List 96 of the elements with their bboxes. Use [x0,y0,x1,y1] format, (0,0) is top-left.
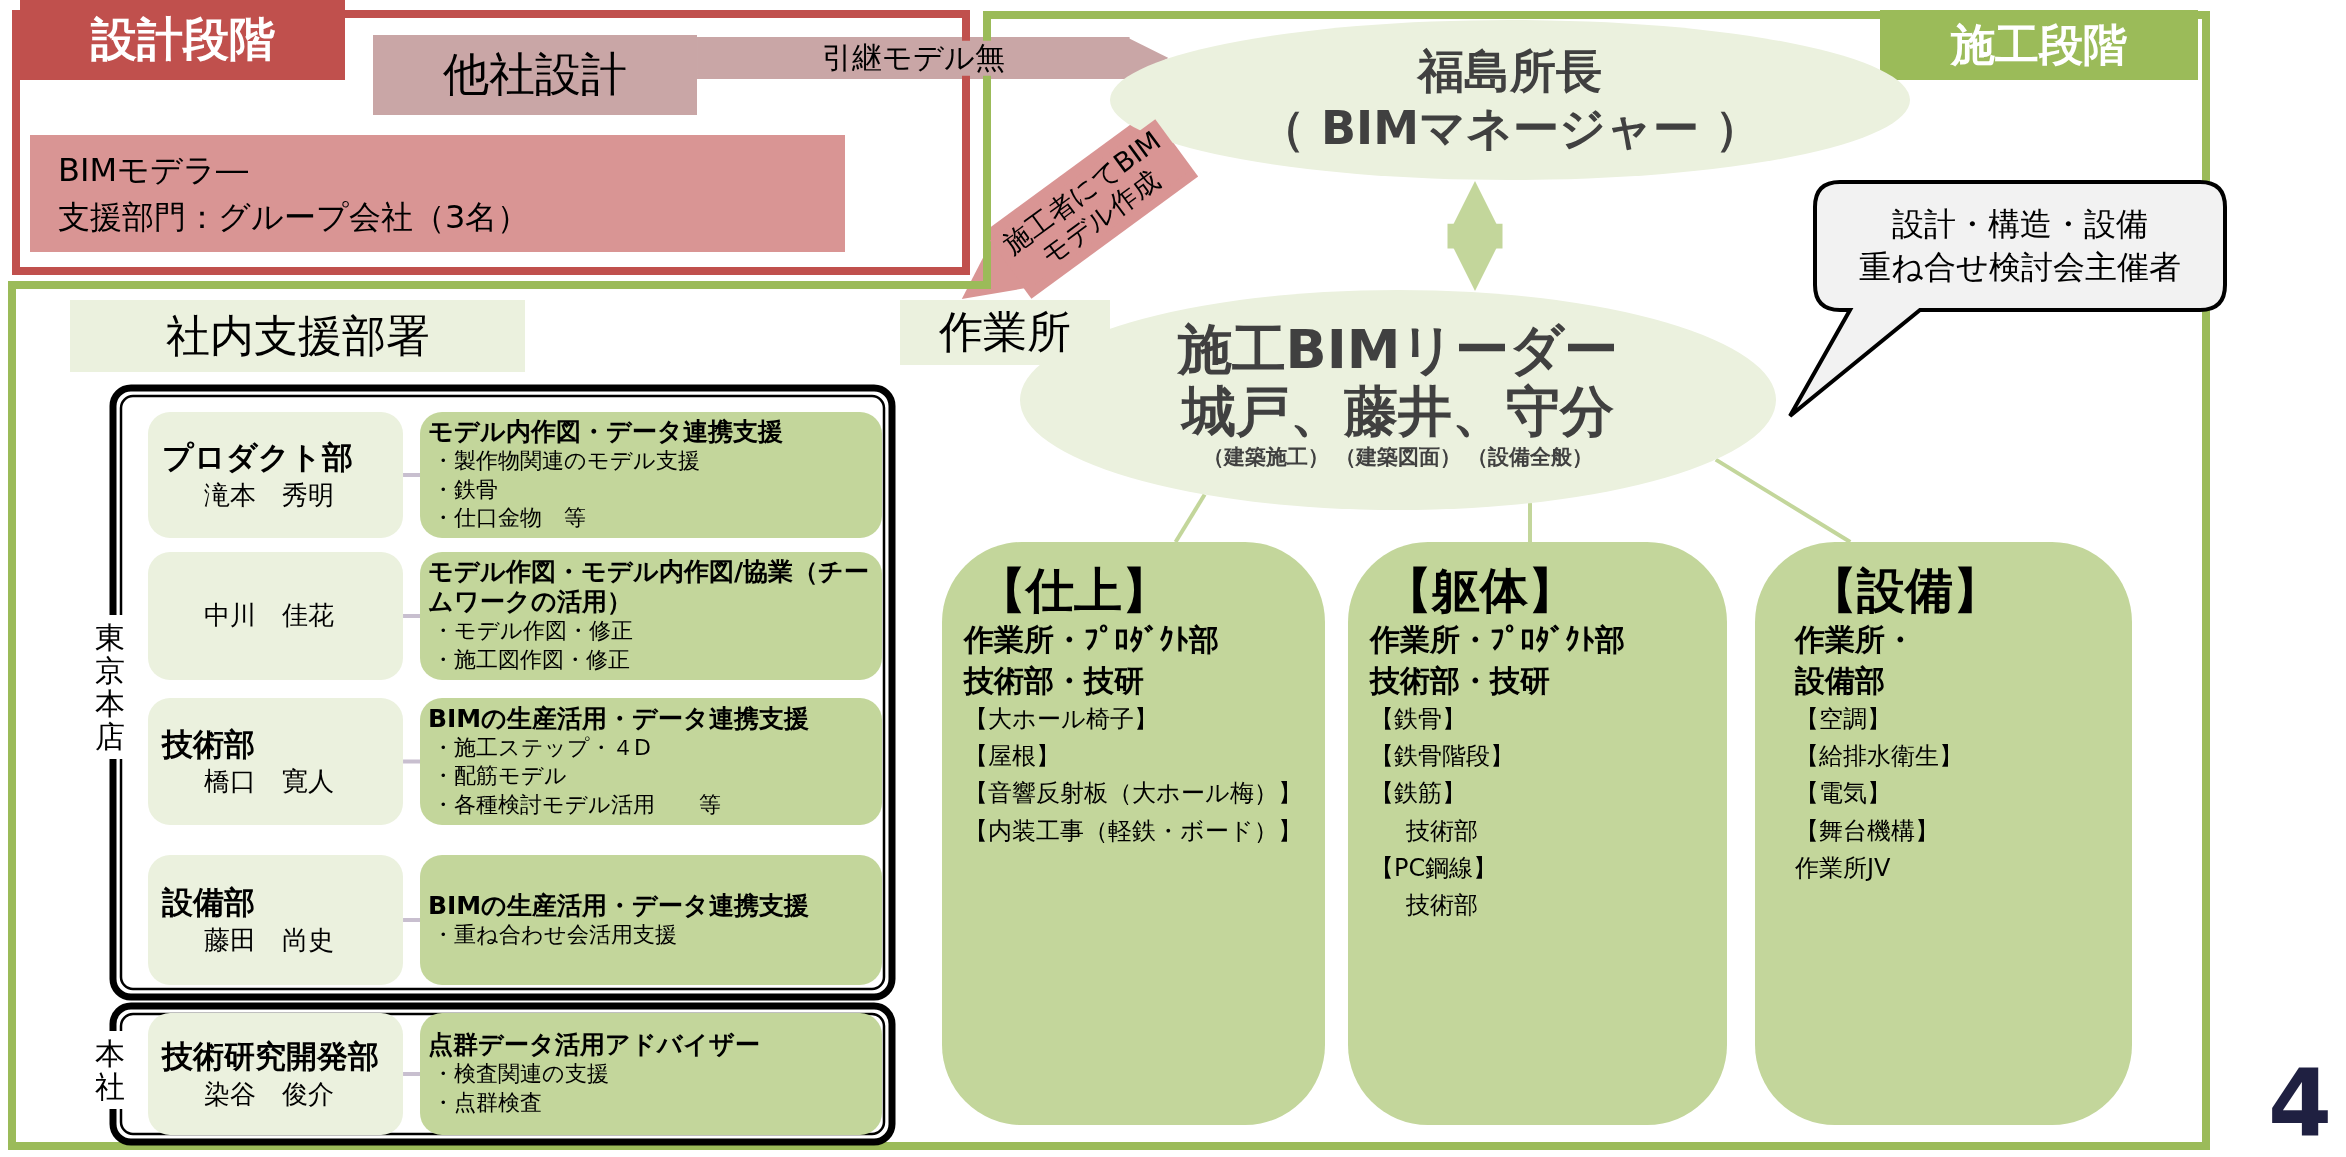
block-arrow [697,37,1169,79]
phase-tab: 設計段階 [20,0,345,80]
card-item: 【鉄骨】 [1370,704,1467,735]
card-item: 【音響反射板（大ホール梅）】 [964,778,1303,810]
role-title: （ BIMマネージャー ） [1259,100,1761,157]
rounded-box [148,855,403,985]
task-item: ・施工図作図・修正 [431,646,631,674]
task-heading: モデル内作図・データ連携支援 [428,417,784,448]
rounded-box [420,412,882,538]
connector-line [1528,503,1532,542]
task-heading: BIMの生産活用・データ連携支援 [428,890,811,921]
task-item: ・モデル作図・修正 [431,617,634,646]
connector-line [403,614,421,618]
task-item: ・鉄骨 [431,475,499,504]
section-title: 社内支援部署 [165,308,430,363]
box-title: 他社設計 [443,46,627,103]
label-box [70,300,525,372]
connector-line [403,918,421,922]
card-item: 【給排水衛生】 [1795,741,1964,773]
task-item: ・検査関連の支援 [431,1060,610,1089]
person-name: 染谷 俊介 [202,1077,335,1111]
section-title: 作業所 [939,305,1071,359]
rounded-box [420,552,882,680]
card-title: 【躯体】 [1383,561,1577,620]
card-item: 【PC鋼線】 [1370,852,1499,884]
card-title: 【設備】 [1808,561,2002,620]
card-subtitle: 作業所・ﾌﾟﾛﾀﾞｸﾄ部 [1370,621,1626,659]
task-heading: BIMの生産活用・データ連携支援 [428,703,811,734]
double-arrow [1447,181,1503,292]
group-label: 東京本店 [93,615,127,759]
card-item: 【空調】 [1795,704,1892,735]
bubble-text: 設計・構造・設備 [1892,203,2148,245]
card-subtitle: 設備部 [1795,661,1886,700]
person-name: 滝本 秀明 [202,478,335,512]
role-title: 城戸、藤井、守分 [1182,381,1614,444]
task-item: ・重ね合わせ会活用支援 [431,920,678,949]
role-title: 施工BIMリーダー [1177,318,1619,381]
task-item: ・配筋モデル [431,762,568,791]
rounded-box [1348,542,1727,1125]
role-note: （建築図面） [1335,444,1461,472]
rounded-box [420,698,882,825]
task-heading: モデル作図・モデル内作図/協業（チームワークの活用） [428,557,871,618]
role-note: （設備全般） [1467,444,1593,472]
connector-line [403,473,421,477]
group-label: 本社 [93,1031,127,1109]
rounded-box [148,698,403,825]
card-subtitle: 作業所・ﾌﾟﾛﾀﾞｸﾄ部 [964,621,1220,659]
rounded-box [420,1013,882,1135]
box-text: 支援部門：グループ会社（3名） [58,196,531,238]
card-subtitle: 技術部・技研 [964,661,1145,700]
connector-line [1714,457,1852,544]
card-item: 【屋根】 [964,741,1061,773]
rounded-box [148,552,403,680]
card-subtitle: 技術部・技研 [1370,661,1551,700]
rounded-box [148,1013,403,1135]
card-item: 【内装工事（軽鉄・ボード）】 [964,815,1303,847]
task-item: ・施工ステップ・４D [431,733,652,762]
task-item: ・仕口金物 等 [431,504,587,533]
person-name: 橋口 寛人 [202,765,335,799]
task-heading: 点群データ活用アドバイザー [428,1030,761,1061]
role-note: （建築施工） [1203,444,1329,472]
label-box [30,135,845,252]
connector-line [403,1072,421,1076]
connector-line [403,759,421,764]
bubble-text: 重ね合せ検討会主催者 [1859,247,2181,288]
task-item: ・各種検討モデル活用 等 [431,790,722,819]
rounded-box [942,542,1325,1125]
rounded-box [1755,542,2132,1125]
label-box [373,35,697,115]
connector-line [1173,493,1207,544]
department-name: 技術研究開発部 [162,1037,380,1077]
task-item: ・点群検査 [431,1089,543,1117]
card-subtitle: 作業所・ [1795,621,1916,659]
role-title: 福島所長 [1418,42,1602,100]
box-text: BIMモデラ― [58,150,249,192]
page-number: 4 [2268,1058,2332,1150]
rounded-box [420,855,882,985]
card-title: 【仕上】 [977,561,1171,620]
card-item: 技術部 [1405,815,1479,847]
phase-tab: 施工段階 [1880,10,2198,80]
department-name: 技術部 [162,724,256,764]
card-item: 【鉄筋】 [1370,778,1467,810]
card-item: 【鉄骨階段】 [1370,741,1515,773]
task-item: ・製作物関連のモデル支援 [431,447,701,476]
label-box [900,300,1110,365]
person-name: 中川 佳花 [202,599,335,633]
edge-label: 引継モデル無 [821,40,1005,76]
card-item: 【大ホール椅子】 [964,704,1159,735]
department-name: 設備部 [162,883,256,923]
card-item: 【舞台機構】 [1795,815,1940,847]
department-name: プロダクト部 [162,438,354,478]
person-name: 藤田 尚史 [202,923,335,957]
card-item: 作業所JV [1795,852,1892,884]
rounded-box [148,412,403,538]
card-item: 【電気】 [1795,778,1892,810]
card-item: 技術部 [1405,889,1479,921]
